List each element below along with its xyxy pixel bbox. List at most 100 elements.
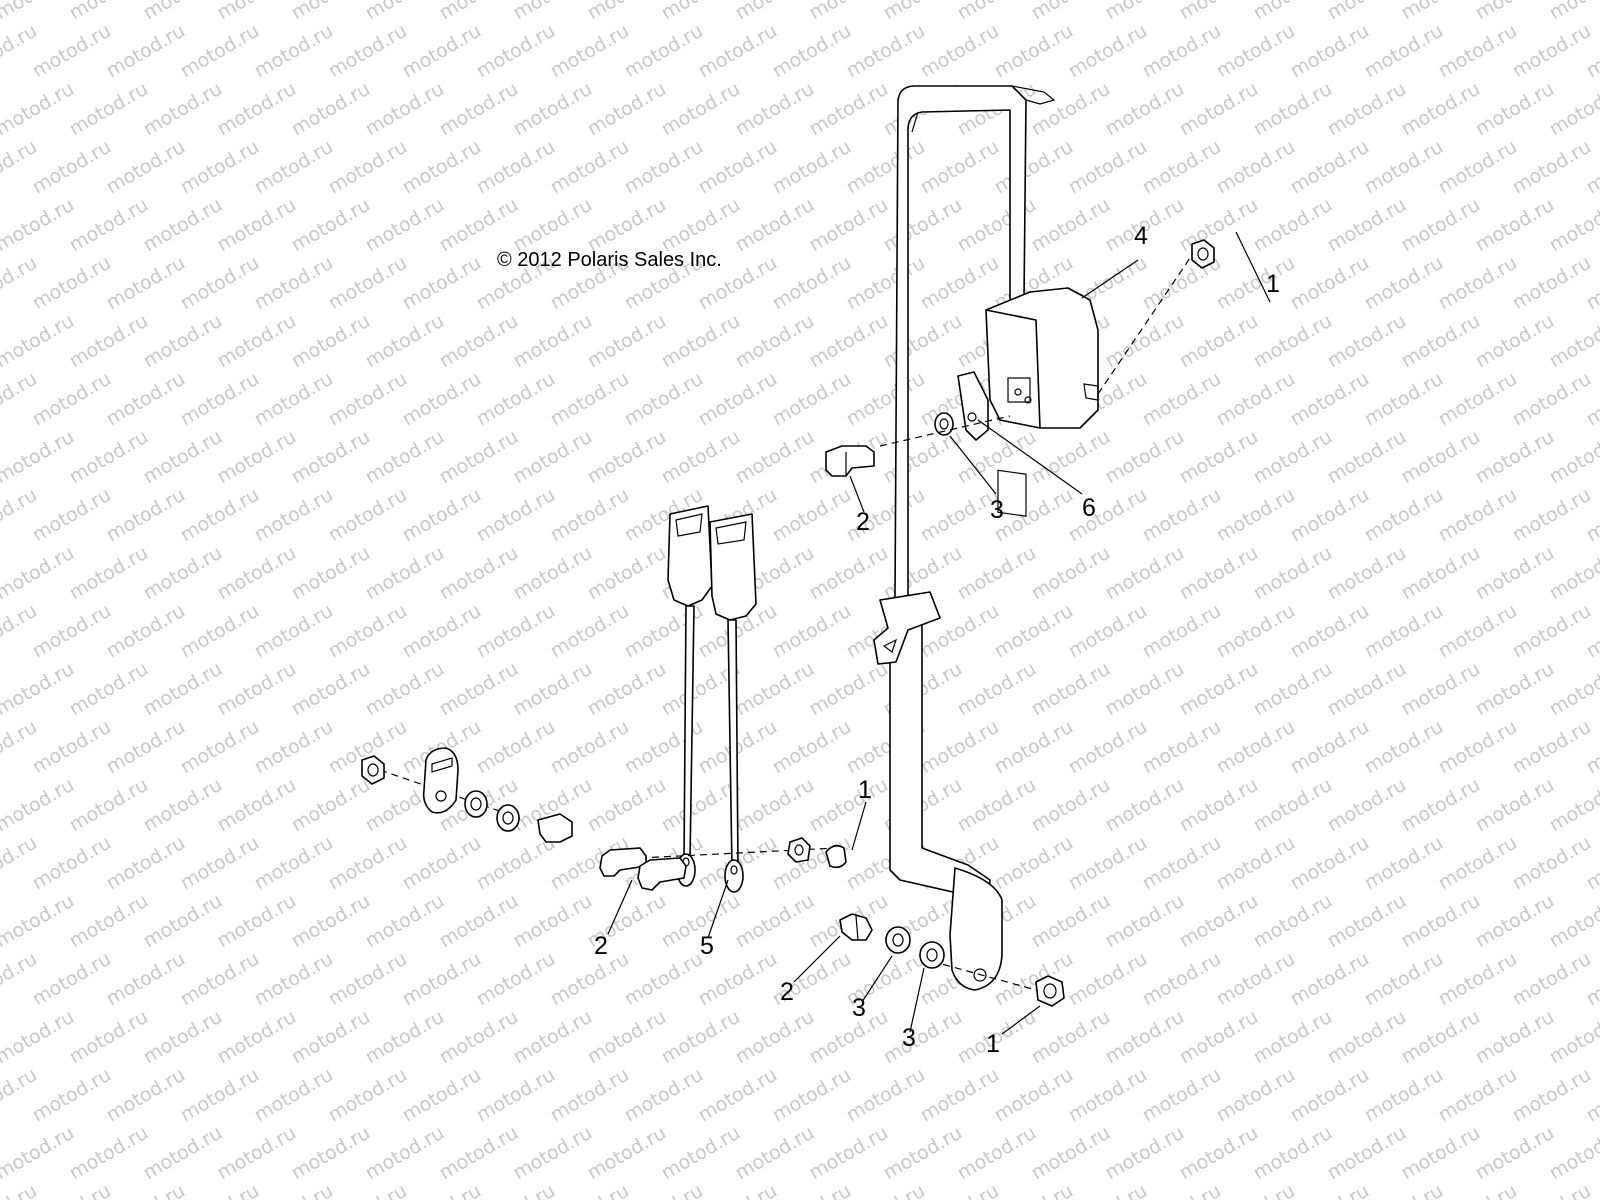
watermark-text: motod.ru [66,1122,152,1185]
watermark-text: motod.ru [1028,542,1114,605]
watermark-text: motod.ru [1472,658,1558,721]
watermark-text: motod.ru [1287,948,1373,1011]
watermark-text: motod.ru [1139,600,1225,663]
watermark-text: motod.ru [399,600,485,663]
watermark-text: motod.ru [510,310,596,373]
watermark-text: motod.ru [1509,1180,1595,1200]
watermark-text: motod.ru [769,1064,855,1127]
watermark-text: motod.ru [1324,310,1410,373]
watermark-text: motod.ru [806,1122,892,1185]
watermark-text: motod.ru [0,194,78,257]
watermark-text: motod.ru [658,1122,744,1185]
watermark-text: motod.ru [436,194,522,257]
watermark-text: motod.ru [1324,78,1410,141]
watermark-text: motod.ru [917,252,1003,315]
watermark-text: motod.ru [66,658,152,721]
watermark-text: motod.ru [1213,252,1299,315]
watermark-text: motod.ru [399,484,485,547]
watermark-text: motod.ru [1250,542,1336,605]
watermark-text: motod.ru [251,252,337,315]
watermark-text: motod.ru [325,1180,411,1200]
watermark-text: motod.ru [1472,1006,1558,1069]
watermark-text: motod.ru [1065,948,1151,1011]
watermark-text: motod.ru [288,1006,374,1069]
watermark-text: motod.ru [1102,774,1188,837]
watermark-text: motod.ru [991,1180,1077,1200]
watermark-text: motod.ru [769,252,855,315]
watermark-text: motod.ru [251,1064,337,1127]
watermark-text: motod.ru [806,1006,892,1069]
watermark-text: motod.ru [954,658,1040,721]
watermark-text: motod.ru [436,310,522,373]
watermark-text: motod.ru [1102,426,1188,489]
watermark-text: motod.ru [658,0,744,24]
watermark-text: motod.ru [1102,78,1188,141]
watermark-text: motod.ru [473,948,559,1011]
watermark-text: motod.ru [880,1006,966,1069]
watermark-text: motod.ru [29,136,115,199]
watermark-text: motod.ru [325,1064,411,1127]
watermark-text: motod.ru [584,1122,670,1185]
watermark-text: motod.ru [399,948,485,1011]
watermark-text: motod.ru [1509,136,1595,199]
watermark-text: motod.ru [1287,600,1373,663]
watermark-text: motod.ru [917,716,1003,779]
watermark-text: motod.ru [769,1180,855,1200]
watermark-text: motod.ru [954,542,1040,605]
watermark-text: motod.ru [1546,1006,1600,1069]
watermark-text: motod.ru [547,1180,633,1200]
watermark-text: motod.ru [1472,194,1558,257]
watermark-text: motod.ru [1361,20,1447,83]
watermark-text: motod.ru [473,484,559,547]
watermark-text: motod.ru [880,194,966,257]
watermark-text: motod.ru [288,0,374,24]
watermark-text: motod.ru [1139,484,1225,547]
watermark-text: motod.ru [29,1064,115,1127]
watermark-text: motod.ru [769,368,855,431]
watermark-text: motod.ru [103,716,189,779]
watermark-text: motod.ru [732,310,818,373]
watermark-text: motod.ru [732,1006,818,1069]
watermark-text: motod.ru [436,1122,522,1185]
watermark-text: motod.ru [214,0,300,24]
watermark-text: motod.ru [1324,890,1410,953]
watermark-text: motod.ru [1065,716,1151,779]
watermark-text: motod.ru [214,542,300,605]
watermark-text: motod.ru [1287,484,1373,547]
watermark-text: motod.ru [473,716,559,779]
watermark-text: motod.ru [251,948,337,1011]
watermark-text: motod.ru [695,1064,781,1127]
watermark-text: motod.ru [510,542,596,605]
watermark-text: motod.ru [991,716,1077,779]
watermark-text: motod.ru [177,832,263,895]
watermark-text: motod.ru [1324,542,1410,605]
watermark-text: motod.ru [1176,194,1262,257]
watermark-text: motod.ru [991,1064,1077,1127]
watermark-text: motod.ru [1546,0,1600,24]
watermark-text: motod.ru [251,832,337,895]
watermark-text: motod.ru [325,484,411,547]
watermark-text: motod.ru [1361,252,1447,315]
watermark-text: motod.ru [1065,600,1151,663]
watermark-text: motod.ru [658,426,744,489]
watermark-text: motod.ru [1472,774,1558,837]
watermark-text: motod.ru [1028,194,1114,257]
watermark-text: motod.ru [362,78,448,141]
watermark-text: motod.ru [362,194,448,257]
watermark-text: motod.ru [103,600,189,663]
watermark-text: motod.ru [880,310,966,373]
upper-bolt [825,445,875,477]
watermark-text: motod.ru [732,890,818,953]
watermark-text: motod.ru [0,310,78,373]
left-bolt-end [537,813,573,843]
watermark-text: motod.ru [954,774,1040,837]
watermark-text: motod.ru [288,542,374,605]
watermark-text: motod.ru [584,542,670,605]
copyright-text: © 2012 Polaris Sales Inc. [497,249,722,271]
watermark-text: motod.ru [1176,426,1262,489]
leader-1-upper [1235,231,1271,303]
watermark-text: motod.ru [66,774,152,837]
watermark-text: motod.ru [214,774,300,837]
watermark-text: motod.ru [991,832,1077,895]
left-bracket [422,747,459,814]
